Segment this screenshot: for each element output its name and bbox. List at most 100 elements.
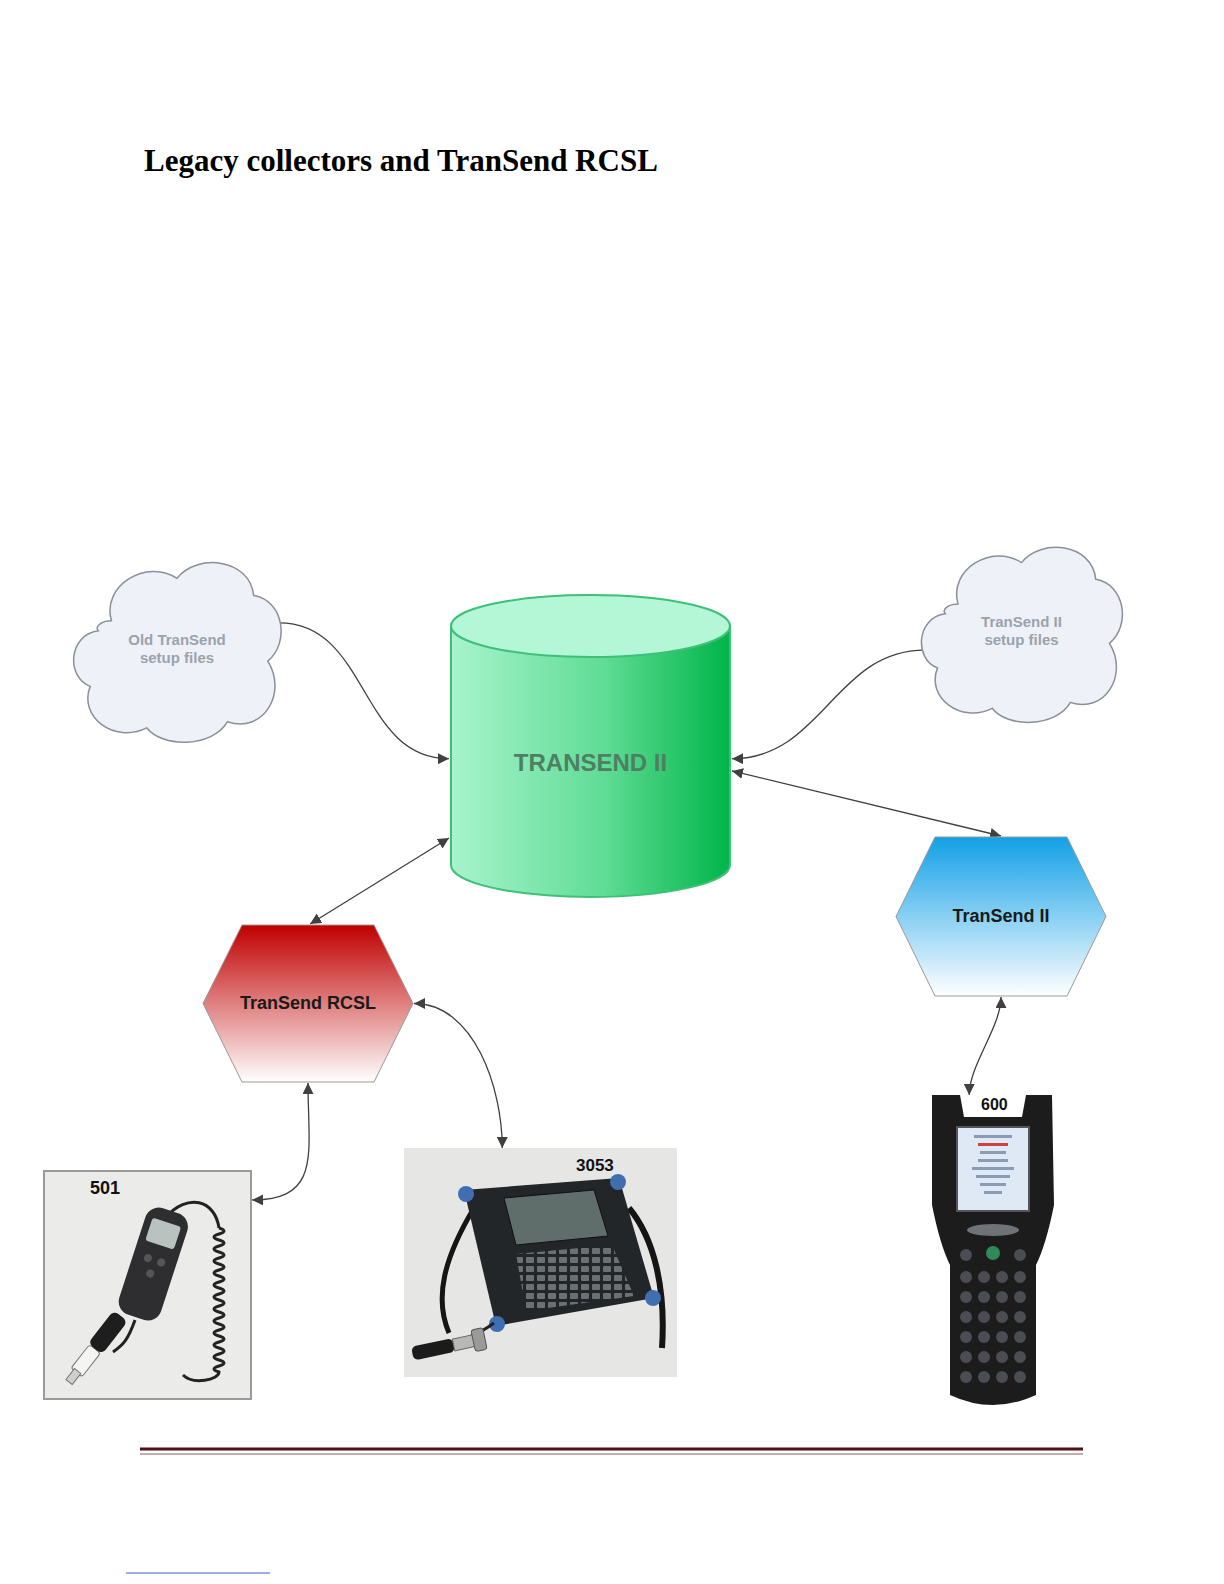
drawing-part <box>978 1159 1008 1162</box>
callout-number: 3053 <box>576 1156 614 1176</box>
bumper <box>610 1174 626 1190</box>
connector-arrow <box>279 623 449 759</box>
cloud-shape <box>921 547 1122 722</box>
drawing-part <box>996 1271 1008 1283</box>
drawing-part <box>996 1291 1008 1303</box>
node-label: TranSend II setup files <box>962 613 1082 649</box>
collector-3053-photo <box>404 1148 677 1377</box>
drawing-part <box>66 1369 81 1385</box>
bumper <box>645 1290 661 1306</box>
coil-cable <box>183 1228 224 1381</box>
drawing-part <box>115 1204 191 1324</box>
drawing-part <box>980 1183 1006 1186</box>
collector-photo-box: 3053 <box>404 1148 677 1377</box>
photo-ground <box>404 1148 677 1377</box>
drawing-part <box>1014 1331 1026 1343</box>
drawing-part <box>996 1351 1008 1363</box>
drawing-part <box>411 1338 455 1360</box>
connector-arrow <box>414 1004 502 1149</box>
software-hexagon: TranSend II <box>895 836 1107 997</box>
drawing-part <box>986 1246 1000 1260</box>
drawing-part <box>960 1331 972 1343</box>
collector-body <box>464 1178 654 1326</box>
probe <box>410 1328 487 1365</box>
drawing-part <box>980 1151 1006 1154</box>
drawing-part <box>960 1311 972 1323</box>
connector-arrow <box>732 771 1001 836</box>
database-cylinder: TRANSEND II <box>449 594 732 899</box>
keypad <box>960 1246 1026 1383</box>
drawing-part <box>978 1291 990 1303</box>
screen <box>504 1190 608 1245</box>
drawing-part <box>978 1271 990 1283</box>
drawing-part <box>978 1331 990 1343</box>
cylinder-outline <box>449 594 732 899</box>
node-label: Old TranSend setup files <box>112 631 242 667</box>
drawing-part <box>996 1331 1008 1343</box>
footer-rule <box>140 1454 1083 1455</box>
connector-arrow <box>969 997 1001 1095</box>
callout-number: 501 <box>90 1178 120 1200</box>
cylinder-top <box>451 595 730 657</box>
drawing-part <box>960 1291 972 1303</box>
software-hexagon: TranSend RCSL <box>202 924 414 1083</box>
brand-badge <box>967 1224 1019 1236</box>
bumper <box>458 1186 474 1202</box>
cylinder-body <box>451 626 730 897</box>
drawing-part <box>996 1311 1008 1323</box>
drawing-part <box>978 1371 990 1383</box>
drawing-part <box>960 1371 972 1383</box>
collector-photo-box: 600 <box>924 1095 1061 1415</box>
device-body <box>932 1095 1054 1405</box>
node-label: TRANSEND II <box>514 749 667 778</box>
screen <box>957 1127 1029 1211</box>
drawing-part <box>88 1310 128 1354</box>
setup-files-cloud: Old TranSend setup files <box>66 550 288 747</box>
drawing-part <box>1014 1351 1026 1363</box>
drawing-part <box>978 1351 990 1363</box>
cloud-shape <box>74 563 282 743</box>
collector-600-device <box>924 1095 1061 1415</box>
drawing-part <box>1014 1249 1026 1261</box>
callout-number: 600 <box>981 1095 1008 1114</box>
connector-arrow <box>252 1083 309 1200</box>
drawing-part <box>1014 1311 1026 1323</box>
drawing-part <box>960 1351 972 1363</box>
meter-body <box>115 1204 191 1324</box>
menu-lines <box>972 1135 1014 1194</box>
drawing-part <box>984 1191 1002 1194</box>
drawing-part <box>156 1257 166 1267</box>
drawing-part <box>978 1311 990 1323</box>
drawing-part <box>960 1249 972 1261</box>
setup-files-cloud: TranSend II setup files <box>914 535 1129 727</box>
photo-frame <box>44 1171 251 1399</box>
drawing-part <box>145 1218 181 1250</box>
drawing-part <box>972 1167 1014 1170</box>
connector-arrow <box>310 838 449 924</box>
drawing-part <box>145 1269 155 1279</box>
drawing-part <box>960 1271 972 1283</box>
node-label: TranSend II <box>952 906 1049 928</box>
footer-rule <box>140 1448 1083 1451</box>
footnote-rule <box>126 1573 270 1574</box>
drawing-part <box>471 1328 487 1352</box>
keypad <box>516 1245 634 1311</box>
collector-501-photo <box>43 1170 252 1400</box>
drawing-part <box>1014 1371 1026 1383</box>
probe <box>62 1310 128 1387</box>
drawing-part <box>1014 1291 1026 1303</box>
collector-photo-box: 501 <box>43 1170 252 1400</box>
page-title: Legacy collectors and TranSend RCSL <box>144 143 658 179</box>
connector-arrow <box>732 650 925 759</box>
node-label: TranSend RCSL <box>240 993 376 1015</box>
drawing-part <box>978 1143 1008 1146</box>
drawing-part <box>1014 1271 1026 1283</box>
hexagon-shape <box>896 837 1106 996</box>
hexagon-shape <box>203 925 413 1082</box>
drawing-part <box>143 1253 153 1263</box>
drawing-part <box>996 1371 1008 1383</box>
drawing-part <box>976 1175 1010 1178</box>
strap <box>442 1208 474 1333</box>
drawing-part <box>974 1135 1012 1138</box>
